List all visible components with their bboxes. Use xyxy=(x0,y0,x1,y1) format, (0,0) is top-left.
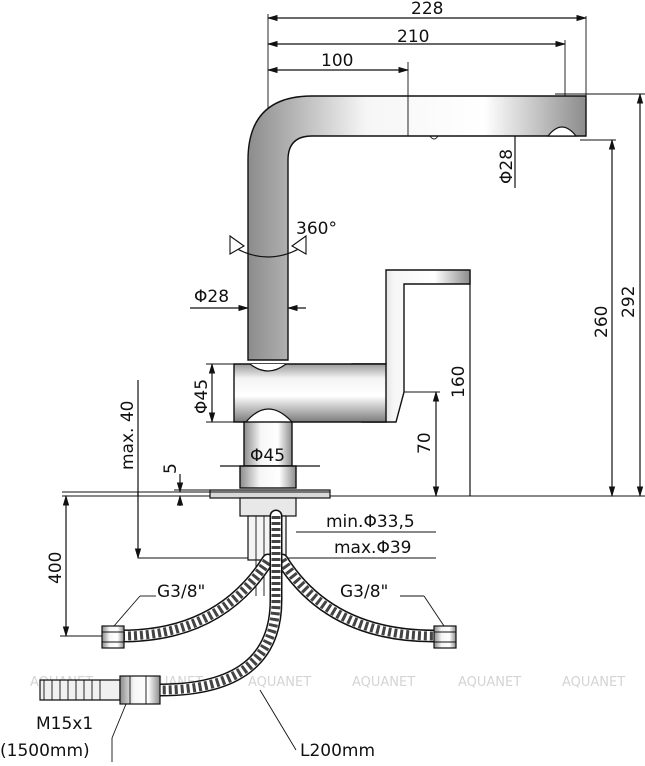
label-right-connection: G3/8" xyxy=(340,582,388,602)
watermark: AQUANET xyxy=(458,675,521,690)
dim-max-hole: max.Φ39 xyxy=(334,538,411,558)
label-shower-thread: M15x1 xyxy=(36,714,93,734)
spout-aerator xyxy=(546,126,578,137)
dim-total-height: 292 xyxy=(619,286,639,318)
supply-hoses xyxy=(39,509,457,705)
dim-hose-length: 400 xyxy=(46,552,66,584)
dim-handle-offset: 100 xyxy=(321,51,353,71)
dim-base-diameter: Φ45 xyxy=(250,446,285,466)
dim-body-height: 160 xyxy=(449,366,469,398)
shower-connector xyxy=(119,675,161,705)
dim-outlet-diameter: Φ28 xyxy=(497,149,517,184)
dim-max-deck: max. 40 xyxy=(118,401,138,470)
watermark: AQUANET xyxy=(248,675,311,690)
dim-min-hole: min.Φ33,5 xyxy=(326,512,415,532)
dim-overall-reach: 228 xyxy=(411,0,443,19)
dim-base-height: 5 xyxy=(161,463,181,474)
dim-spout-reach: 210 xyxy=(397,27,429,47)
rotation-indicator xyxy=(229,234,307,258)
right-dimensions xyxy=(330,92,645,498)
right-connector xyxy=(433,625,457,649)
dim-spout-height: 260 xyxy=(592,306,612,338)
spout-tube xyxy=(247,95,587,361)
label-left-connection: G3/8" xyxy=(157,582,205,602)
label-tail-length: L200mm xyxy=(300,741,375,761)
base-ring xyxy=(239,465,297,489)
dim-tube-diameter: Φ28 xyxy=(194,287,229,307)
dim-outlet-clearance: 70 xyxy=(415,432,435,454)
label-shower-hose-length: (1500mm) xyxy=(0,741,90,761)
watermark: AQUANET xyxy=(352,675,415,690)
watermark: AQUANET xyxy=(562,675,625,690)
rotate-left-icon xyxy=(229,234,246,255)
faucet xyxy=(62,95,587,596)
rotate-right-icon xyxy=(290,234,307,255)
faucet-body xyxy=(233,363,387,423)
dim-rotation: 360° xyxy=(296,219,337,239)
top-dimensions xyxy=(266,14,588,140)
flange-plate xyxy=(209,489,331,499)
left-connector xyxy=(101,625,125,649)
dim-body-diameter: Φ45 xyxy=(192,379,212,414)
